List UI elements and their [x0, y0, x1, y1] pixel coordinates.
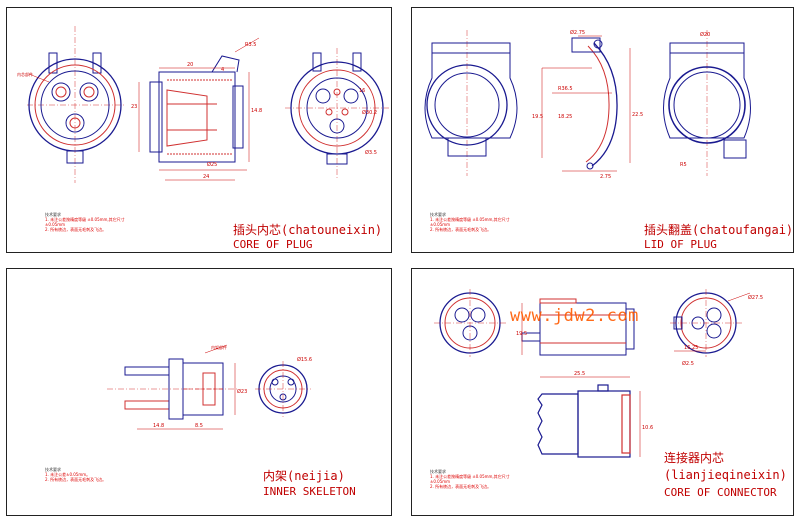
- lid-title-cn: 插头翻盖(chatoufangai): [644, 223, 794, 237]
- plug-part-callout: 内芯部件: [17, 71, 33, 77]
- connector-end-view-right: [670, 289, 742, 357]
- skeleton-part-callout: 内架部件: [211, 344, 227, 350]
- plug-dim-7: Ø25: [207, 161, 217, 168]
- plug-dim-1: 20: [187, 62, 193, 68]
- plug-dim-6: 14.8: [251, 108, 262, 114]
- plug-notes-heading: 技术要求: [45, 212, 61, 217]
- lid-notes-heading: 技术要求: [430, 212, 446, 217]
- connector-dim-2: 16.25: [684, 345, 698, 351]
- plug-title-en: CORE OF PLUG: [233, 238, 313, 251]
- plug-title-cn: 插头内芯(chatouneixin): [233, 223, 383, 237]
- connector-notes-heading: 技术要求: [430, 469, 446, 474]
- lid-notes-line-3: 2. 所有棱边，表面无毛刺及飞边。: [430, 227, 492, 232]
- skeleton-dim-1: 14.8: [153, 423, 164, 429]
- skeleton-dim-2: 8.5: [195, 423, 203, 429]
- drawing-core-of-plug: 20 4 23 R3.5 24 14.8 Ø25 16 Ø30.2 Ø3.5 内…: [17, 26, 389, 183]
- connector-end-view-left: [434, 289, 506, 357]
- connector-side-section: [521, 298, 635, 356]
- drawing-lid-of-plug: Ø2.75 R36.5 18.25 19.5 22.5 2.75 R5 Ø20: [424, 29, 751, 180]
- drawing-core-of-connector: Ø27.5 16.25 Ø2.5 19.5 25.5 10.6: [434, 289, 763, 458]
- skeleton-notes-line-1: 1. 未注公差±0.05mm。: [45, 472, 91, 477]
- lid-right-view: [663, 30, 751, 176]
- lid-dim-7: R5: [680, 162, 687, 168]
- lid-dim-3: 18.25: [558, 114, 572, 120]
- drawing-inner-skeleton: 14.8 8.5 内架部件 Ø15.6 Ø23: [107, 344, 312, 430]
- connector-notes-line-3: 2. 所有棱边，表面无毛刺及飞边。: [430, 484, 492, 489]
- skeleton-side-section: [107, 358, 237, 420]
- sheet-core-of-connector: Ø27.5 16.25 Ø2.5 19.5 25.5 10.6 技术要求 1. …: [411, 268, 794, 516]
- lid-dim-4: 19.5: [532, 114, 543, 120]
- connector-dim-6: 10.6: [642, 425, 653, 431]
- connector-tech-notes: 技术要求 1. 未注公差按精度等级 ±0.05mm,其它尺寸 ±0.05mm 2…: [430, 469, 510, 489]
- plug-notes-line-2: ±0.05mm: [45, 222, 66, 227]
- plug-notes-line-3: 2. 所有棱边，表面无毛刺及飞边。: [45, 227, 107, 232]
- lid-notes-line-2: ±0.05mm: [430, 222, 451, 227]
- plug-dim-2: 4: [221, 67, 224, 73]
- plug-dim-3: 23: [131, 104, 137, 110]
- plug-dimension-lines: [138, 37, 260, 181]
- connector-notes-line-2: ±0.05mm: [430, 479, 451, 484]
- connector-dim-3: Ø2.5: [682, 360, 694, 367]
- connector-notes-line-1: 1. 未注公差按精度等级 ±0.05mm,其它尺寸: [430, 474, 510, 479]
- skeleton-notes-line-2: 2. 所有棱边，表面无毛刺及飞边。: [45, 477, 107, 482]
- skeleton-dim-3: Ø15.6: [297, 356, 312, 363]
- connector-dim-1: Ø27.5: [748, 294, 763, 301]
- plug-dim-10: Ø3.5: [365, 149, 377, 156]
- sheet-core-of-plug: 20 4 23 R3.5 24 14.8 Ø25 16 Ø30.2 Ø3.5 内…: [6, 7, 392, 253]
- lid-notes-line-1: 1. 未注公差按精度等级 ±0.05mm,其它尺寸: [430, 217, 510, 222]
- plug-front-view: [285, 48, 389, 180]
- skeleton-title-cn: 内架(neijia): [263, 469, 345, 483]
- lid-dim-2: R36.5: [558, 86, 573, 92]
- connector-dim-5: 25.5: [574, 371, 585, 377]
- lid-dim-5: 22.5: [632, 112, 643, 118]
- plug-tech-notes: 技术要求 1. 未注公差按精度等级 ±0.05mm,其它尺寸 ±0.05mm 2…: [45, 212, 125, 232]
- skeleton-title-en: INNER SKELETON: [263, 485, 356, 498]
- skeleton-dimension-lines: [137, 344, 236, 430]
- sheet-lid-of-plug: Ø2.75 R36.5 18.25 19.5 22.5 2.75 R5 Ø20 …: [411, 7, 794, 253]
- plug-notes-line-1: 1. 未注公差按精度等级 ±0.05mm,其它尺寸: [45, 217, 125, 222]
- lid-left-view: [424, 30, 518, 176]
- lid-title-en: LID OF PLUG: [644, 238, 717, 251]
- lid-dim-6: 2.75: [600, 174, 611, 180]
- watermark-text: www.jdw2.com: [510, 306, 639, 326]
- lid-tech-notes: 技术要求 1. 未注公差按精度等级 ±0.05mm,其它尺寸 ±0.05mm 2…: [430, 212, 510, 232]
- lid-dim-8: Ø20: [700, 31, 710, 38]
- connector-title-en: CORE OF CONNECTOR: [664, 486, 777, 499]
- connector-dimension-lines: [521, 292, 751, 457]
- connector-dim-4: 19.5: [516, 331, 527, 337]
- plug-end-view: [27, 26, 125, 183]
- skeleton-dim-4: Ø23: [237, 388, 247, 395]
- lid-dimension-lines: [541, 35, 631, 172]
- plug-dim-9: Ø30.2: [362, 109, 377, 116]
- sheet-inner-skeleton: 14.8 8.5 内架部件 Ø15.6 Ø23 技术要求 1. 未注公差±0.0…: [6, 268, 392, 516]
- lid-dim-1: Ø2.75: [570, 29, 585, 36]
- plug-side-section: [149, 55, 244, 163]
- skeleton-notes-heading: 技术要求: [45, 467, 61, 472]
- connector-title-pinyin: (lianjieqineixin): [664, 468, 787, 482]
- plug-dim-4: R3.5: [245, 42, 256, 48]
- plug-dim-5: 24: [203, 174, 209, 180]
- plug-dim-8: 16: [359, 88, 365, 94]
- skeleton-tech-notes: 技术要求 1. 未注公差±0.05mm。 2. 所有棱边，表面无毛刺及飞边。: [45, 467, 106, 482]
- connector-bottom-profile: [537, 384, 631, 458]
- connector-title-cn: 连接器内芯: [664, 451, 725, 465]
- lid-side-profile: [571, 37, 618, 170]
- skeleton-end-view: [255, 361, 311, 417]
